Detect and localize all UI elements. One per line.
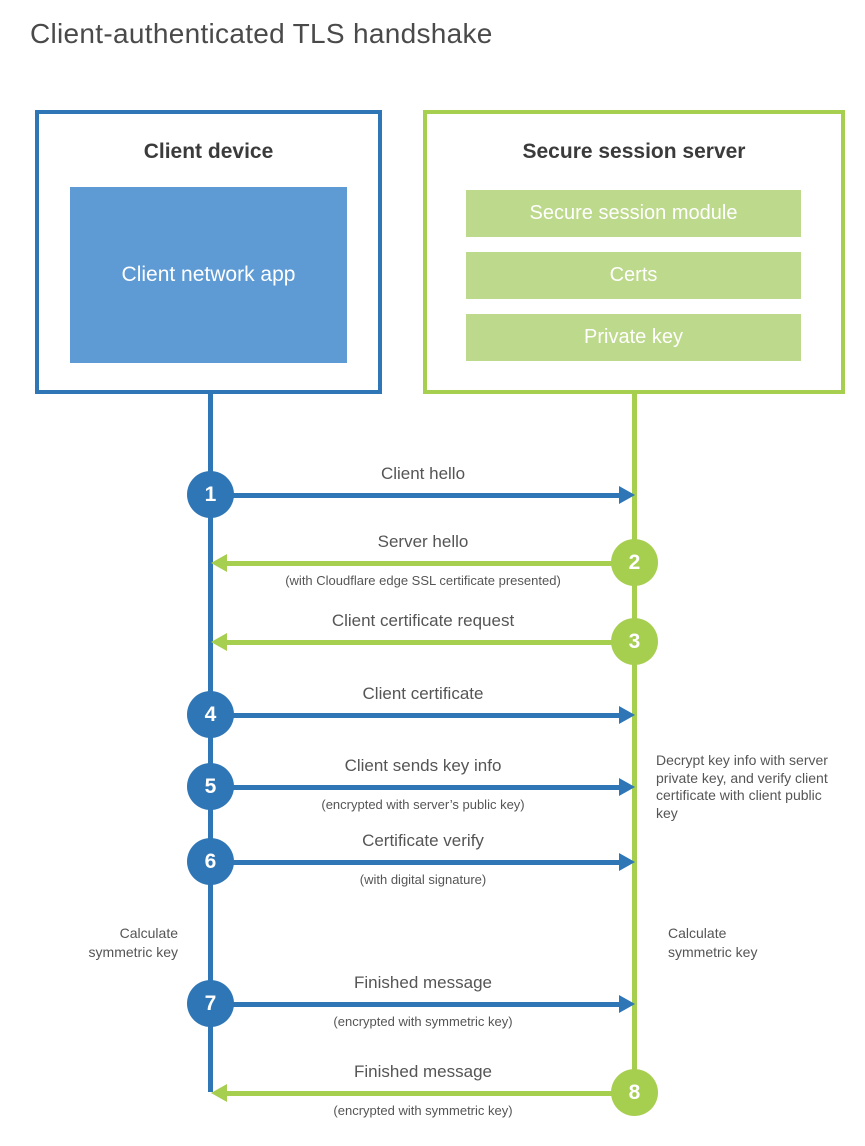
step-number-badge: 7: [187, 980, 234, 1027]
client-device-box: Client device Client network app: [35, 110, 382, 394]
step-label: Client certificate: [362, 684, 484, 703]
arrow-line: [211, 493, 619, 498]
page-title: Client-authenticated TLS handshake: [30, 18, 493, 49]
arrowhead-left-icon: [211, 554, 227, 572]
step-label: Server hello: [377, 532, 469, 551]
module-bar-private-key: Private key: [466, 314, 801, 361]
arrowhead-left-icon: [211, 1084, 227, 1102]
client-calculate-note: Calculate symmetric key: [88, 925, 178, 960]
arrow-line: [227, 561, 635, 566]
step-sublabel: (encrypted with symmetric key): [333, 1014, 513, 1029]
client-device-title: Client device: [143, 140, 274, 163]
step-number-badge: 6: [187, 838, 234, 885]
step-label: Finished message: [354, 973, 492, 992]
arrowhead-right-icon: [619, 853, 635, 871]
step-label: Client hello: [380, 464, 466, 483]
arrow-line: [211, 785, 619, 790]
step-number-badge: 3: [611, 618, 658, 665]
arrowhead-right-icon: [619, 778, 635, 796]
step-label: Certificate verify: [362, 831, 484, 850]
client-lifeline: [208, 394, 213, 1092]
arrow-line: [227, 640, 635, 645]
arrow-line: [211, 1002, 619, 1007]
step-number-badge: 8: [611, 1069, 658, 1116]
arrow-line: [211, 713, 619, 718]
client-network-app-box: Client network app: [70, 187, 347, 363]
step-number-badge: 4: [187, 691, 234, 738]
arrowhead-left-icon: [211, 633, 227, 651]
step-label: Client sends key info: [344, 756, 502, 775]
server-lifeline: [632, 394, 637, 1094]
secure-session-server-title: Secure session server: [522, 140, 746, 163]
arrowhead-right-icon: [619, 995, 635, 1013]
step-number-badge: 5: [187, 763, 234, 810]
step-number-badge: 2: [611, 539, 658, 586]
arrow-line: [227, 1091, 635, 1096]
step-number-badge: 1: [187, 471, 234, 518]
step-label: Client certificate request: [331, 611, 515, 630]
server-calculate-note: Calculate symmetric key: [668, 925, 758, 960]
server-decrypt-note: Decrypt key info with server private key…: [656, 752, 828, 821]
arrowhead-right-icon: [619, 706, 635, 724]
module-bar-secure-session-module: Secure session module: [466, 190, 801, 237]
secure-session-server-box: Secure session server Secure session mod…: [423, 110, 845, 394]
step-label: Finished message: [354, 1062, 492, 1081]
module-bar-certs: Certs: [466, 252, 801, 299]
step-sublabel: (with digital signature): [359, 872, 487, 887]
step-sublabel: (encrypted with server’s public key): [321, 797, 525, 812]
step-sublabel: (encrypted with symmetric key): [333, 1103, 513, 1118]
arrowhead-right-icon: [619, 486, 635, 504]
client-network-app-label: Client network app: [121, 263, 296, 286]
arrow-line: [211, 860, 619, 865]
step-sublabel: (with Cloudflare edge SSL certificate pr…: [285, 573, 561, 588]
